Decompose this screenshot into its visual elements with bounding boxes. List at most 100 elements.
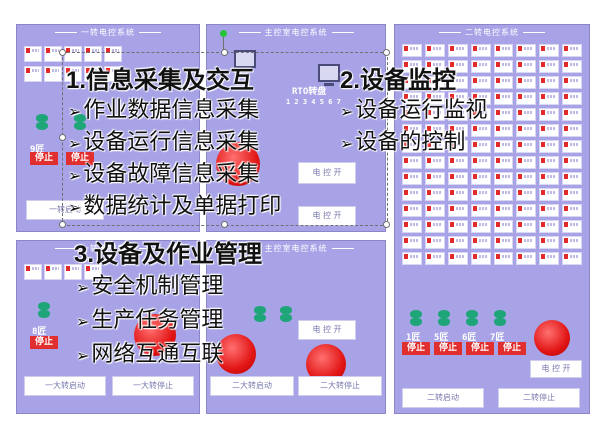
status-cell bbox=[470, 204, 491, 217]
status-cell bbox=[562, 220, 582, 233]
elec-open-button-3[interactable]: 电 控 开 bbox=[530, 360, 582, 378]
start-button-4[interactable]: 二转启动 bbox=[402, 388, 484, 408]
panel-right: 二转电控系统 1匠 5匠 6匠 7匠 停止 停止 停止 停止 bbox=[392, 22, 592, 416]
status-cell bbox=[44, 66, 62, 82]
rotation-handle[interactable] bbox=[220, 30, 227, 37]
fan-icon bbox=[408, 310, 424, 332]
status-cell bbox=[424, 204, 445, 217]
elec-open-button[interactable]: 电 控 开 bbox=[298, 162, 356, 184]
stop-button[interactable]: 停止 bbox=[30, 336, 58, 349]
bullet-icon: ➢ bbox=[76, 314, 90, 331]
status-cell bbox=[424, 188, 445, 201]
status-cell bbox=[470, 172, 491, 185]
status-cell bbox=[447, 156, 468, 169]
start-button-1[interactable]: 一转启动 bbox=[26, 200, 104, 220]
stop-button-2[interactable]: 一大转停止 bbox=[112, 376, 194, 396]
selection-handle[interactable] bbox=[383, 134, 390, 141]
start-button-2[interactable]: 一大转启动 bbox=[24, 376, 106, 396]
status-cell bbox=[424, 220, 445, 233]
selection-handle[interactable] bbox=[59, 221, 66, 228]
section3-heading: 3.设备及作业管理 bbox=[74, 241, 263, 268]
status-cell bbox=[447, 252, 468, 265]
status-cell bbox=[470, 140, 491, 153]
status-cell bbox=[24, 264, 42, 280]
red-emergency-button[interactable] bbox=[134, 314, 176, 356]
status-cell bbox=[84, 264, 102, 280]
status-cell bbox=[539, 252, 560, 265]
status-cell bbox=[402, 188, 422, 201]
status-cell bbox=[44, 46, 62, 62]
status-cell bbox=[539, 140, 560, 153]
status-cell bbox=[447, 108, 468, 121]
status-cell bbox=[539, 76, 560, 89]
stop-button[interactable]: 停止 bbox=[30, 152, 58, 165]
red-emergency-button[interactable] bbox=[534, 320, 570, 356]
status-cell bbox=[516, 76, 537, 89]
status-cell bbox=[424, 76, 445, 89]
red-emergency-button[interactable] bbox=[216, 142, 260, 186]
stop-button[interactable]: 停止 bbox=[466, 342, 494, 355]
status-cell bbox=[516, 204, 537, 217]
section1-item: ➢数据统计及单据打印 bbox=[68, 188, 281, 220]
section1-item-text: 作业数据信息采集 bbox=[83, 97, 260, 122]
status-cell bbox=[516, 236, 537, 249]
section1-item-text: 设备故障信息采集 bbox=[83, 161, 260, 186]
status-cell bbox=[402, 172, 422, 185]
panel-center-bottom: 主控室电控系统 电 控 开 二大转启动 二大转停止 bbox=[204, 238, 388, 416]
panel-right-title: 二转电控系统 bbox=[394, 27, 590, 38]
selection-handle[interactable] bbox=[59, 49, 66, 56]
status-cell bbox=[516, 172, 537, 185]
status-cell bbox=[516, 252, 537, 265]
status-cell bbox=[539, 204, 560, 217]
fan-icon bbox=[436, 310, 452, 332]
status-cell bbox=[424, 236, 445, 249]
selection-handle[interactable] bbox=[221, 221, 228, 228]
selection-handle[interactable] bbox=[221, 49, 228, 56]
status-cell bbox=[470, 220, 491, 233]
status-cell bbox=[424, 140, 445, 153]
status-cell bbox=[64, 264, 82, 280]
status-cell bbox=[493, 124, 514, 137]
stop-button[interactable]: 停止 bbox=[434, 342, 462, 355]
selection-handle[interactable] bbox=[383, 221, 390, 228]
status-cell bbox=[470, 156, 491, 169]
status-cell bbox=[470, 252, 491, 265]
section1-item-text: 设备运行信息采集 bbox=[83, 129, 260, 154]
status-cell bbox=[516, 92, 537, 105]
elec-open-button-4[interactable]: 电 控 开 bbox=[298, 320, 356, 340]
stop-button[interactable]: 停止 bbox=[498, 342, 526, 355]
status-cell bbox=[516, 140, 537, 153]
panel-left-bottom: 一转电控系统 8匠 停止 一大转启动 一大转停止 bbox=[14, 238, 202, 416]
status-cell bbox=[44, 264, 62, 280]
number-row: 1 2 3 4 5 6 7 bbox=[286, 98, 341, 106]
left-top-cells-row2 bbox=[24, 66, 122, 82]
panel-center-top: 主控室电控系统 RTO转盘 1 2 3 4 5 6 7 电 控 开 电 控 开 bbox=[204, 22, 388, 234]
status-cell bbox=[447, 236, 468, 249]
unit-label: 5匠 bbox=[434, 333, 449, 343]
red-emergency-button[interactable] bbox=[216, 334, 256, 374]
selection-handle[interactable] bbox=[383, 49, 390, 56]
status-cell bbox=[493, 156, 514, 169]
bullet-icon: ➢ bbox=[68, 168, 82, 185]
status-cell bbox=[562, 92, 582, 105]
section2-heading: 2.设备监控 bbox=[340, 67, 457, 94]
status-cell bbox=[402, 108, 422, 121]
stop-button[interactable]: 停止 bbox=[402, 342, 430, 355]
status-cell bbox=[539, 60, 560, 73]
rto-label: RTO转盘 bbox=[292, 87, 327, 97]
status-cell bbox=[24, 46, 42, 62]
monitor-icon bbox=[318, 64, 340, 86]
selection-handle[interactable] bbox=[59, 134, 66, 141]
stop-button-3[interactable]: 二大转停止 bbox=[298, 376, 382, 396]
stop-button[interactable]: 停止 bbox=[66, 152, 94, 165]
stop-button-4[interactable]: 二转停止 bbox=[498, 388, 580, 408]
status-cell bbox=[539, 220, 560, 233]
status-cell bbox=[402, 60, 422, 73]
section1-item: ➢设备运行信息采集 bbox=[68, 124, 259, 156]
status-cell bbox=[562, 252, 582, 265]
status-cell bbox=[493, 140, 514, 153]
status-cell bbox=[424, 108, 445, 121]
start-button-3[interactable]: 二大转启动 bbox=[210, 376, 294, 396]
status-cell bbox=[562, 108, 582, 121]
